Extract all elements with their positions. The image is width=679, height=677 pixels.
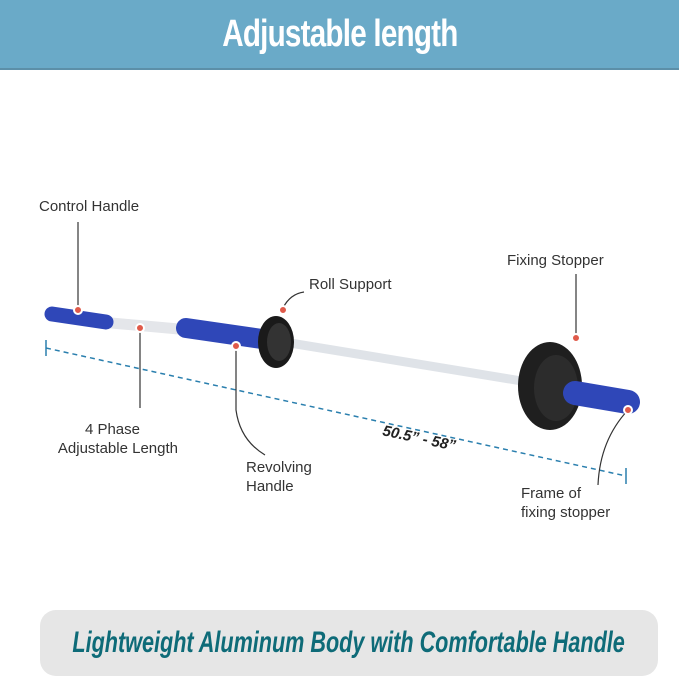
control-handle-grip bbox=[44, 306, 114, 330]
label-revolving-handle: Revolving Handle bbox=[246, 458, 312, 496]
label-frame-fixing-stopper: Frame of fixing stopper bbox=[521, 484, 610, 522]
label-line: Revolving bbox=[246, 459, 312, 476]
aluminum-tube bbox=[94, 316, 196, 336]
label-adjustable-length: 4 Phase Adjustable Length bbox=[36, 420, 178, 458]
label-line: Frame of bbox=[521, 485, 582, 502]
aluminum-rod bbox=[289, 338, 541, 389]
revolving-handle-grip bbox=[176, 318, 272, 349]
label-line: 4 Phase bbox=[84, 421, 140, 438]
label-fixing-stopper: Fixing Stopper bbox=[507, 252, 604, 269]
label-line: fixing stopper bbox=[521, 504, 611, 521]
label-line: Handle bbox=[246, 478, 294, 495]
footer-text: Lightweight Aluminum Body with Comfortab… bbox=[72, 626, 626, 659]
label-line: Adjustable Length bbox=[57, 440, 178, 457]
label-control-handle: Control Handle bbox=[39, 198, 140, 215]
stopper-frame bbox=[563, 381, 640, 414]
footer-banner: Lightweight Aluminum Body with Comfortab… bbox=[40, 610, 658, 676]
label-roll-support: Roll Support bbox=[309, 276, 392, 293]
header-banner: Adjustable length bbox=[0, 0, 679, 70]
page-title: Adjustable length bbox=[221, 12, 458, 55]
